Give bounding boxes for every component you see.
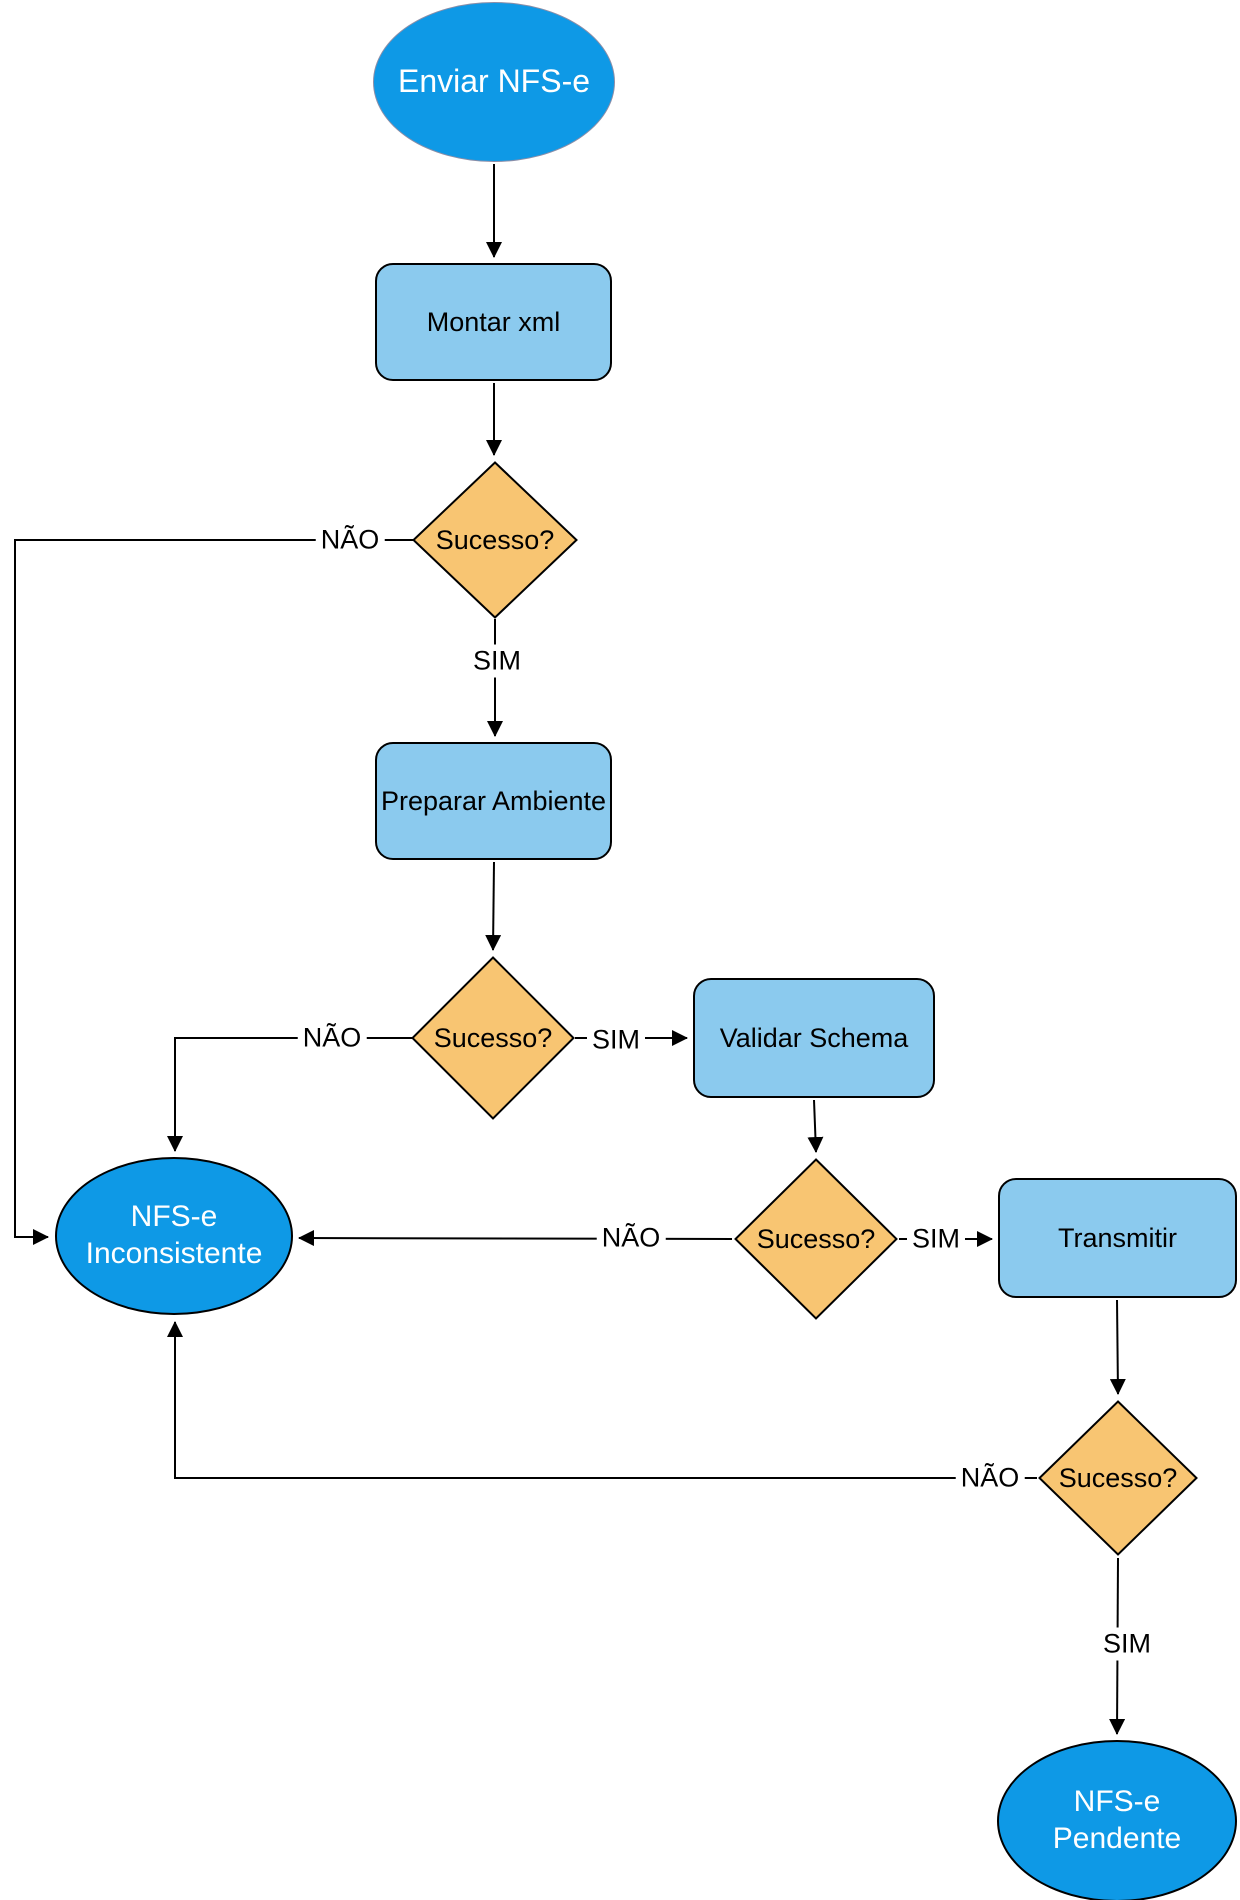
decision-preparar-sucesso: Sucesso? [411, 956, 575, 1120]
process-montar-xml-label: Montar xml [426, 306, 561, 337]
edge-label-montar-nao: NÃO [315, 523, 385, 557]
decision-montar-shape [412, 461, 578, 619]
decision-validar-shape [734, 1158, 898, 1320]
edge-label-validar-nao: NÃO [596, 1221, 666, 1255]
edge-transmitir-to-decision4 [1109, 1299, 1126, 1395]
decision-transmitir-shape [1038, 1400, 1198, 1556]
terminal-nfse-pendente-line2: Pendente [1052, 1822, 1182, 1855]
decision-montar-sucesso: Sucesso? [412, 461, 578, 619]
process-preparar-ambiente: Preparar Ambiente [375, 742, 612, 860]
process-validar-schema: Validar Schema [693, 978, 935, 1098]
terminal-nfse-pendente: NFS-e Pendente [997, 1740, 1237, 1900]
decision-validar-label: Sucesso? [756, 1223, 876, 1254]
edge-label-preparar-nao: NÃO [297, 1021, 367, 1055]
edge-decision1-nao-to-inconsistente [14, 539, 414, 1245]
decision-preparar-shape [411, 956, 575, 1120]
edge-decision4-nao-to-inconsistente [167, 1321, 1037, 1479]
process-montar-xml: Montar xml [375, 263, 612, 381]
start-node-label: Enviar NFS-e [397, 63, 591, 100]
decision-montar-label: Sucesso? [435, 524, 555, 555]
edge-preparar-to-decision2 [485, 861, 502, 951]
terminal-nfse-inconsistente: NFS-e Inconsistente [55, 1157, 293, 1315]
process-validar-schema-label: Validar Schema [719, 1022, 909, 1053]
process-transmitir: Transmitir [998, 1178, 1237, 1298]
decision-validar-sucesso: Sucesso? [734, 1158, 898, 1320]
edge-validar-to-decision3 [807, 1099, 824, 1153]
edge-decision3-nao-to-inconsistente [298, 1230, 733, 1247]
process-preparar-ambiente-label: Preparar Ambiente [380, 785, 607, 816]
decision-transmitir-label: Sucesso? [1058, 1462, 1178, 1493]
process-transmitir-label: Transmitir [1058, 1222, 1177, 1253]
edge-decision2-nao-to-inconsistente [167, 1037, 413, 1152]
decision-transmitir-sucesso: Sucesso? [1038, 1400, 1198, 1556]
edge-label-transmitir-nao: NÃO [955, 1461, 1025, 1495]
edge-label-montar-sim: SIM [467, 644, 527, 678]
edge-label-preparar-sim: SIM [586, 1023, 646, 1057]
start-node-enviar-nfse: Enviar NFS-e [373, 2, 615, 162]
terminal-nfse-inconsistente-line2: Inconsistente [85, 1237, 263, 1270]
edge-label-transmitir-sim: SIM [1097, 1627, 1157, 1661]
terminal-nfse-pendente-line1: NFS-e [1073, 1785, 1161, 1819]
edge-label-validar-sim: SIM [906, 1222, 966, 1256]
terminal-nfse-inconsistente-line1: NFS-e [130, 1200, 218, 1234]
decision-preparar-label: Sucesso? [433, 1022, 553, 1053]
